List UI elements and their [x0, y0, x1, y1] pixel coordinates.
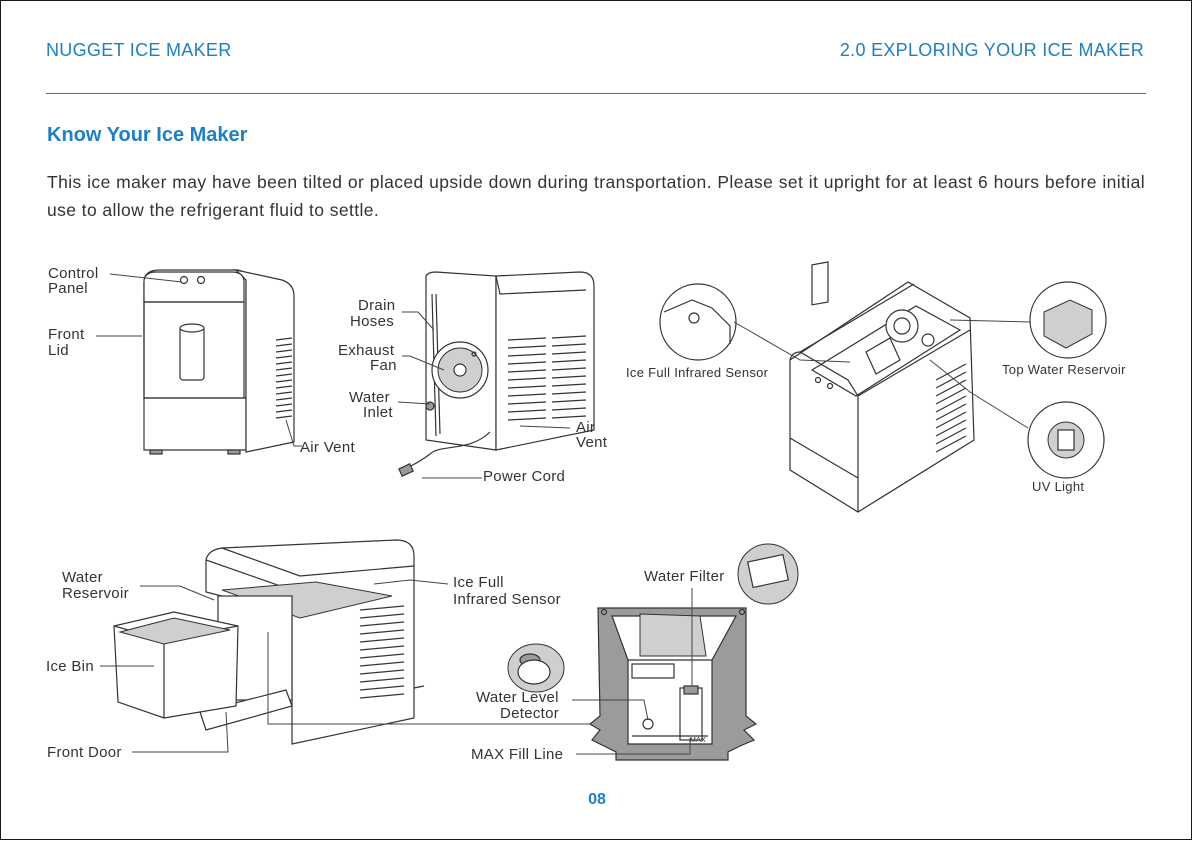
- top-open-view-illustration: [659, 261, 1107, 513]
- label-front-door: Front Door: [47, 744, 122, 761]
- label-control-panel-1: Control: [48, 265, 98, 282]
- label-front-lid-1: Front: [48, 326, 85, 343]
- label-exhaust-fan-1: Exhaust: [338, 342, 395, 359]
- label-ice-bin: Ice Bin: [46, 658, 94, 675]
- label-water-reservoir-1: Water: [62, 569, 103, 586]
- label-ice-full-sensor-2: Infrared Sensor: [453, 591, 561, 608]
- label-water-inlet-1: Water: [349, 389, 390, 406]
- label-air-vent-front: Air Vent: [300, 439, 355, 456]
- label-front-lid-2: Lid: [48, 342, 69, 359]
- label-air-vent-back-1: Air: [576, 419, 595, 436]
- header-section-name: 2.0 EXPLORING YOUR ICE MAKER: [839, 40, 1144, 60]
- front-view-illustration: [143, 268, 295, 455]
- label-max-fill-line: MAX Fill Line: [471, 746, 563, 763]
- label-water-level-1: Water Level: [476, 689, 559, 706]
- label-max-mark: MAX: [690, 737, 706, 744]
- section-title: Know Your Ice Maker: [47, 124, 248, 146]
- label-top-water-reservoir: Top Water Reservoir: [1002, 362, 1126, 377]
- header-rule: [46, 93, 1146, 94]
- label-control-panel-2: Panel: [48, 280, 88, 297]
- label-uv-light: UV Light: [1032, 479, 1084, 494]
- interior-tank-illustration: [507, 543, 799, 761]
- page-number: 08: [588, 791, 606, 808]
- label-drain-hoses-2: Hoses: [350, 313, 394, 330]
- label-ice-full-sensor-1: Ice Full: [453, 574, 504, 591]
- label-water-reservoir-2: Reservoir: [62, 585, 129, 602]
- label-drain-hoses-1: Drain: [358, 297, 395, 314]
- label-water-inlet-2: Inlet: [363, 404, 393, 421]
- label-exhaust-fan-2: Fan: [370, 357, 397, 374]
- label-water-filter: Water Filter: [644, 568, 725, 585]
- label-air-vent-back-2: Vent: [576, 434, 608, 451]
- intro-paragraph: This ice maker may have been tilted or p…: [47, 172, 1145, 220]
- label-water-level-2: Detector: [500, 705, 559, 722]
- label-ice-full-sensor-top: Ice Full Infrared Sensor: [626, 365, 769, 380]
- back-view-illustration: [398, 271, 595, 477]
- header-product-name: NUGGET ICE MAKER: [46, 40, 232, 60]
- open-door-illustration: [113, 539, 425, 745]
- label-power-cord: Power Cord: [483, 468, 565, 485]
